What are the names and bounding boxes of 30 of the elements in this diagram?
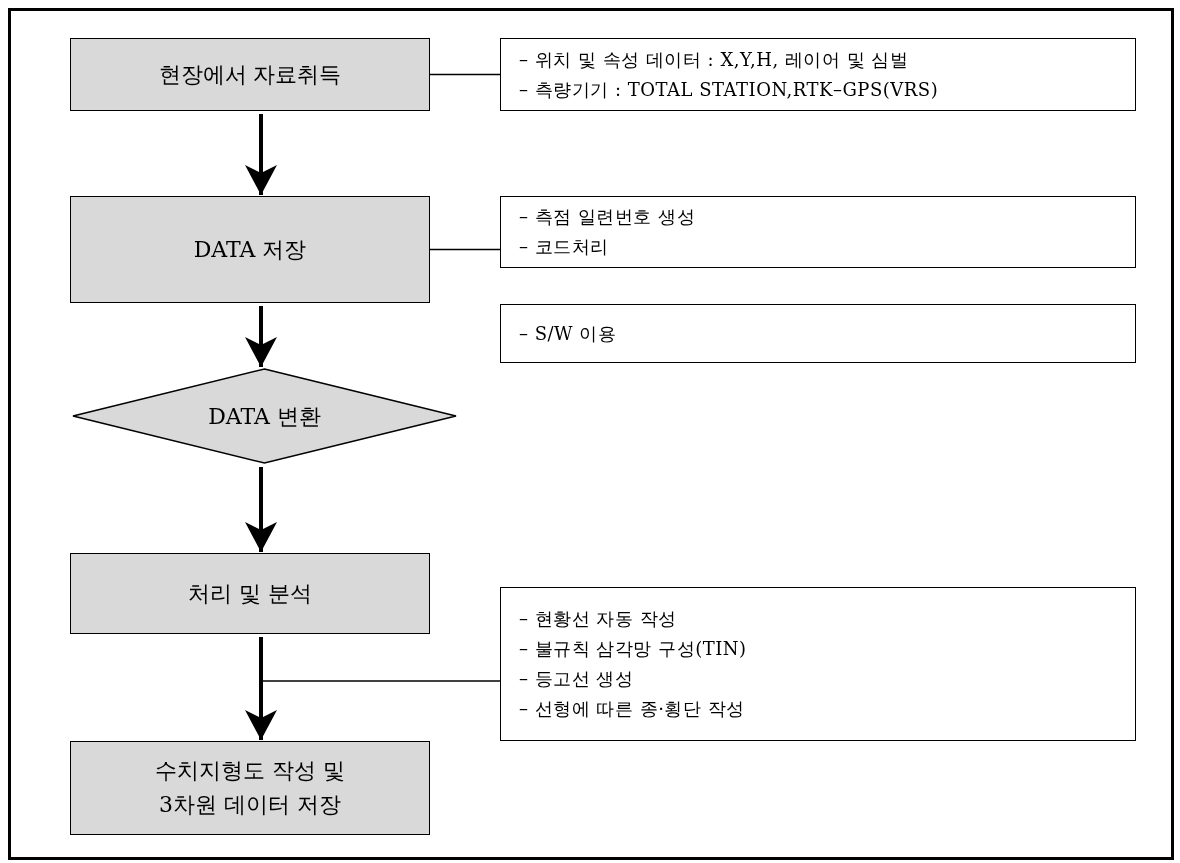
arrow [245,306,277,367]
arrow [245,637,277,740]
arrow [245,114,277,195]
step-label: DATA 변환 [208,402,321,431]
note-line: – 측량기기 : TOTAL STATION,RTK–GPS(VRS) [519,77,940,102]
note-line: – 측점 일련번호 생성 [519,205,697,229]
connector-line [429,73,501,76]
note-box [500,304,1136,363]
connector-line [260,680,501,682]
process-box [70,196,430,303]
connector-line [429,248,501,251]
process-box [70,553,430,634]
step-label: 수치지형도 작성 및 3차원 데이터 저장 [154,757,346,819]
note-line: – 불규칙 삼각망 구성(TIN) [519,637,748,661]
decision-diamond [72,368,457,464]
note-line: – S/W 이용 [519,321,618,346]
arrow [245,467,277,552]
step-label: 처리 및 분석 [188,579,312,608]
step-label: 현장에서 자료취득 [158,60,342,89]
process-box [70,741,430,835]
note-line: – 코드처리 [519,235,610,259]
note-line: – 현황선 자동 작성 [519,607,678,631]
note-line: – 위치 및 속성 데이터 : X,Y,H, 레이어 및 심벌 [519,47,910,72]
note-box [500,196,1136,268]
step-label: DATA 저장 [193,235,307,264]
note-box [500,587,1136,741]
note-line: – 등고선 생성 [519,667,635,691]
process-box [70,38,430,111]
note-box [500,38,1136,111]
note-line: – 선형에 따른 종·횡단 작성 [519,697,746,721]
